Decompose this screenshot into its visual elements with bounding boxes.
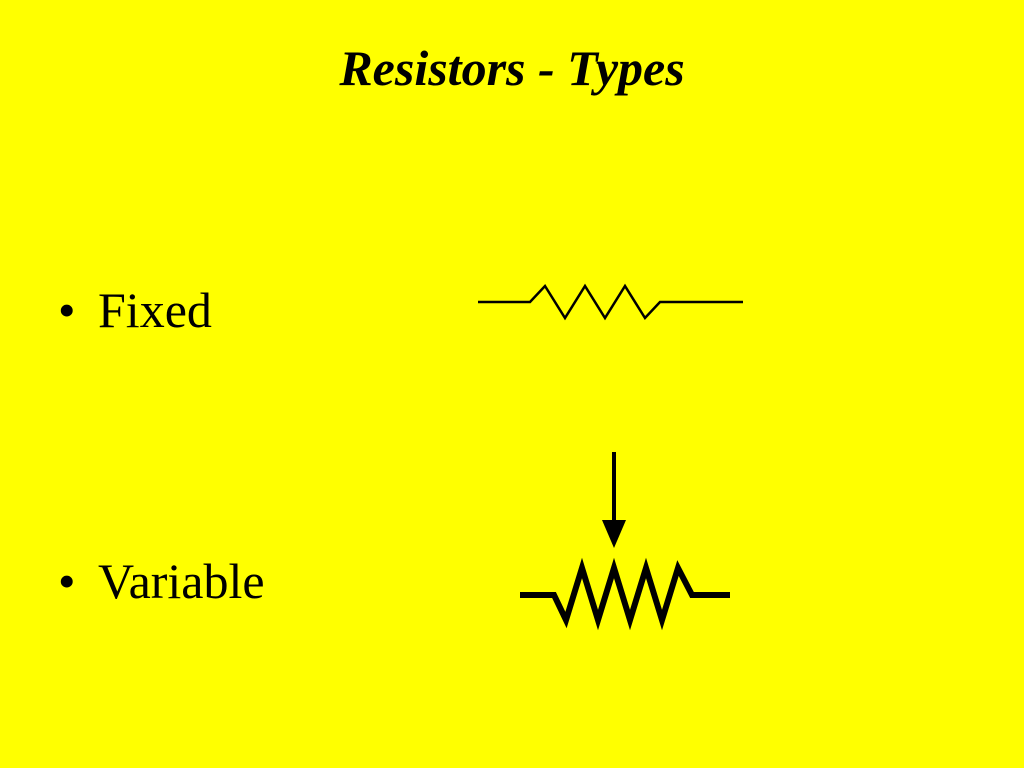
bullet-variable: • Variable bbox=[58, 551, 265, 611]
variable-resistor-icon bbox=[520, 452, 730, 631]
bullet-label-variable: Variable bbox=[98, 553, 265, 609]
arrow-down-icon bbox=[602, 452, 626, 548]
bullet-marker: • bbox=[58, 282, 76, 338]
bullet-label-fixed: Fixed bbox=[98, 282, 212, 338]
bullet-marker: • bbox=[58, 553, 76, 609]
fixed-resistor-icon bbox=[478, 283, 743, 321]
slide-title: Resistors - Types bbox=[339, 40, 685, 96]
bullet-fixed: • Fixed bbox=[58, 280, 212, 340]
